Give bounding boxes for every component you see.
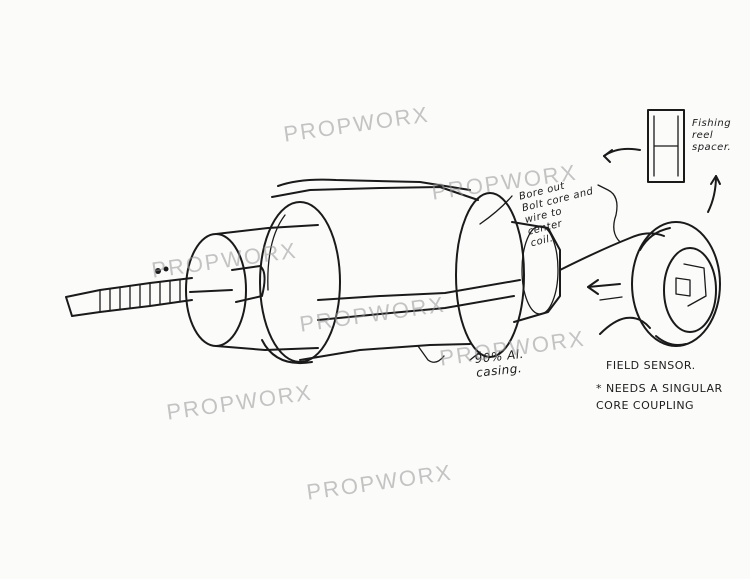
main-casing xyxy=(271,178,525,363)
fishing-reel-spacer-label: Fishing reel spacer. xyxy=(692,118,732,153)
field-sensor-title: FIELD SENSOR. xyxy=(606,359,696,372)
rear-nozzle xyxy=(511,221,561,323)
field-sensor xyxy=(631,221,721,347)
field-sensor-note: * NEEDS A SINGULAR CORE COUPLING xyxy=(596,382,723,412)
fishing-reel-spacer xyxy=(647,109,685,183)
threaded-shaft xyxy=(65,266,193,317)
middle-ring xyxy=(259,201,341,364)
leader-lines xyxy=(469,147,721,361)
